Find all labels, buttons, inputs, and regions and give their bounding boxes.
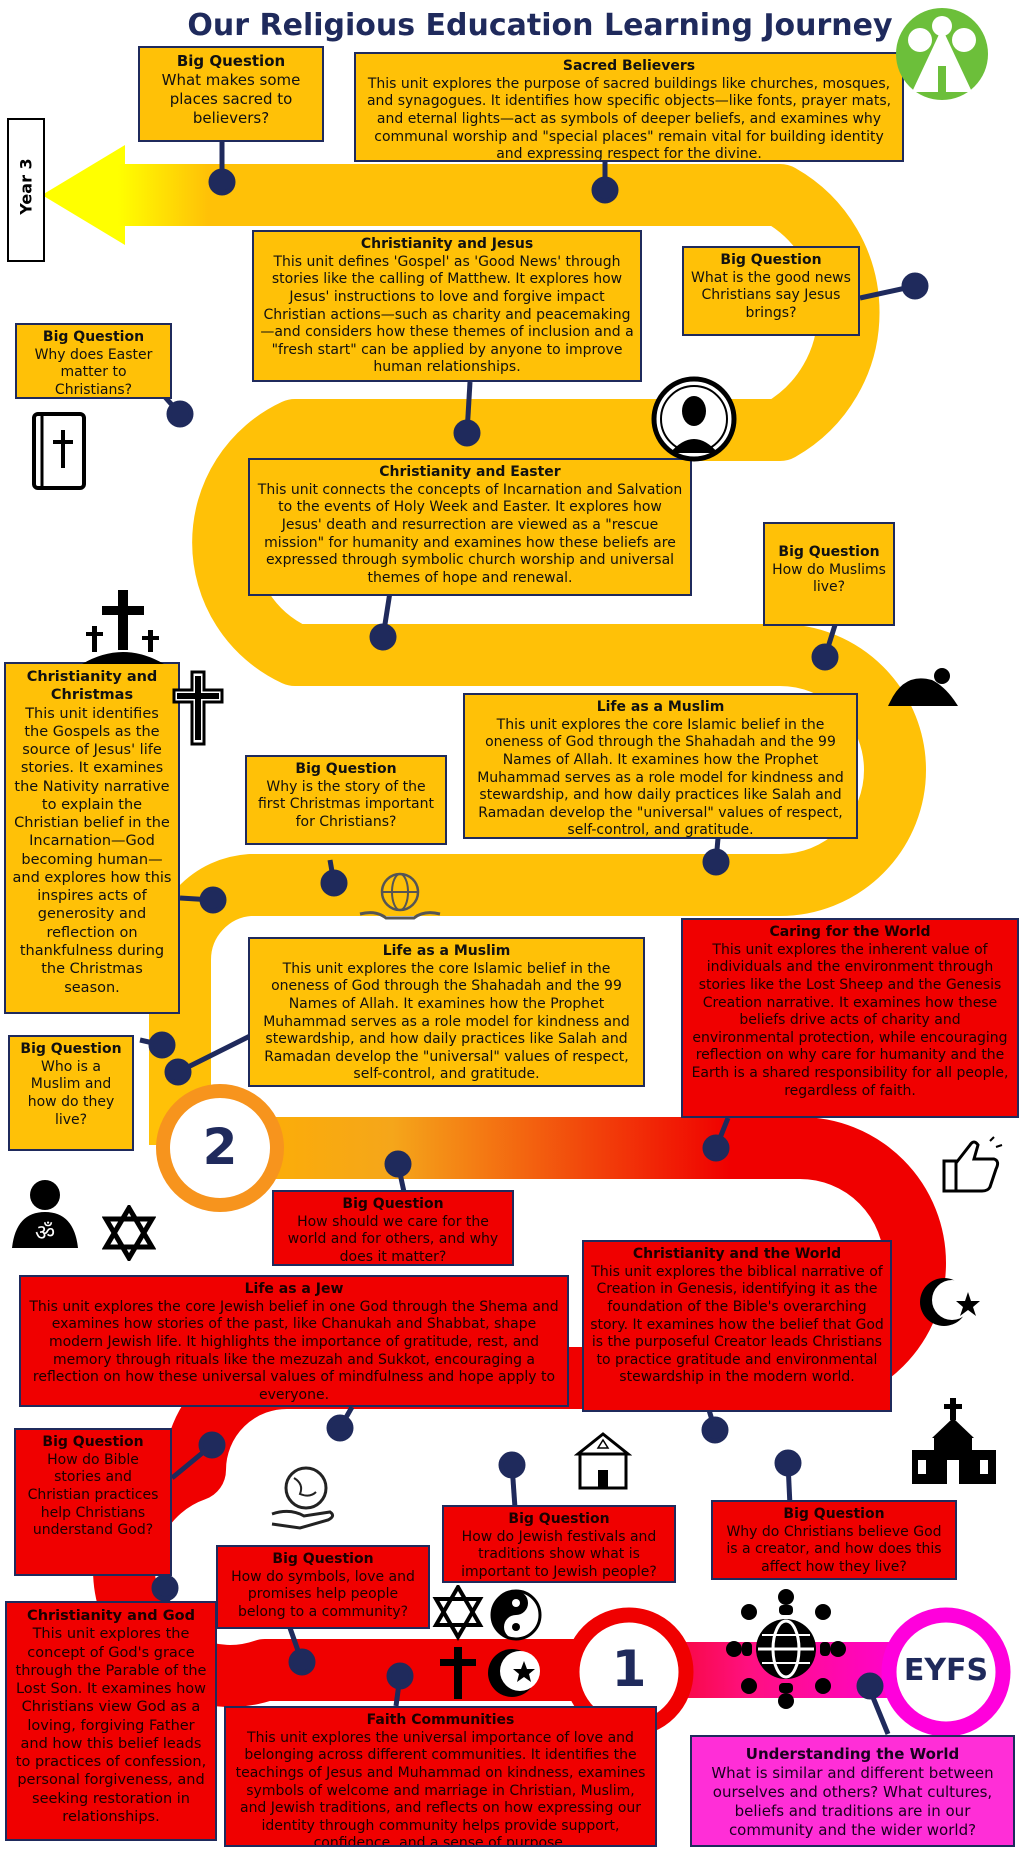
text: How do symbols, love and promises help p…: [231, 1568, 415, 1620]
text: Why does Easter matter to Christians?: [34, 346, 153, 398]
heading: Big Question: [42, 1434, 144, 1450]
text: What is the good news Christians say Jes…: [691, 269, 851, 321]
thumbs-up-icon: [942, 1136, 1003, 1193]
heading: Faith Communities: [366, 1712, 515, 1728]
bible-icon: [32, 412, 86, 490]
stage-2-ring: [156, 1084, 284, 1212]
road-yellow: [120, 164, 926, 1145]
text: This unit defines 'Gospel' as 'Good News…: [260, 253, 634, 376]
heading: Big Question: [720, 252, 822, 268]
religious-symbols-icon: [432, 1585, 542, 1699]
text: How should we care for the world and for…: [287, 1213, 499, 1265]
heading: Big Question: [783, 1506, 885, 1522]
page-title: Our Religious Education Learning Journey: [187, 8, 893, 43]
heading: Big Question: [778, 544, 880, 560]
community-globe-icon: [726, 1589, 846, 1709]
heading: Big Question: [295, 761, 397, 777]
text: How do Muslims live?: [772, 561, 886, 596]
heading: Christianity and the World: [632, 1246, 842, 1262]
star-of-david-icon: [102, 1205, 156, 1261]
globe-hands-icon: [359, 872, 441, 920]
connector-pins: [139, 135, 929, 1735]
heading: Big Question: [342, 1196, 444, 1212]
text: How do Jewish festivals and traditions s…: [461, 1528, 657, 1580]
text: What makes some places sacred to believe…: [161, 70, 301, 127]
heading: Big Question: [508, 1511, 610, 1527]
text: Who is a Muslim and how do they live?: [27, 1058, 115, 1128]
text: This unit explores the inherent value of…: [691, 941, 1009, 1099]
heading: Christianity and Christmas: [26, 669, 158, 704]
jesus-portrait-icon: [651, 376, 737, 462]
star-crescent-icon: [920, 1278, 980, 1326]
year-label: Year 3: [16, 158, 36, 215]
text: This unit explores the universal importa…: [235, 1729, 646, 1847]
church-icon: [912, 1398, 996, 1484]
heading: Understanding the World: [745, 1745, 960, 1763]
synagogue-icon: [574, 1432, 632, 1490]
calvary-crosses-icon: [82, 590, 164, 664]
heading: Big Question: [20, 1041, 122, 1057]
heading: Big Question: [42, 329, 145, 345]
text: This unit explores the biblical narrativ…: [590, 1263, 884, 1386]
heading: Big Question: [272, 1551, 374, 1567]
text: This unit explores the core Islamic beli…: [263, 960, 630, 1083]
hand-globe-icon: [271, 1466, 335, 1530]
heading: Sacred Believers: [562, 58, 696, 74]
prayer-figure-icon: [888, 668, 958, 706]
road-arrow-head: [42, 145, 125, 245]
heading: Christianity and Jesus: [360, 236, 534, 252]
text: Why do Christians believe God is a creat…: [726, 1523, 942, 1575]
heading: Big Question: [176, 52, 286, 70]
text: This unit explores the core Islamic beli…: [477, 716, 844, 839]
heading: Christianity and Easter: [379, 464, 561, 480]
stage-2-label: 2: [202, 1118, 238, 1176]
text: How do Bible stories and Christian pract…: [27, 1451, 159, 1539]
text: This unit connects the concepts of Incar…: [257, 481, 683, 586]
heading: Caring for the World: [769, 924, 931, 940]
text: This unit identifies the Gospels as the …: [12, 705, 172, 996]
svg-text:ॐ: ॐ: [35, 1221, 55, 1246]
cross-icon: [172, 670, 224, 746]
heading: Life as a Muslim: [382, 943, 511, 959]
om-person-icon: ॐ: [12, 1180, 78, 1248]
text: Why is the story of the first Christmas …: [257, 778, 434, 830]
text: This unit explores the core Jewish belie…: [29, 1298, 559, 1403]
stage-1-label: 1: [611, 1640, 647, 1698]
stage-eyfs-ring: [881, 1607, 1011, 1737]
heading: Christianity and God: [27, 1608, 195, 1624]
heading: Life as a Muslim: [596, 699, 725, 715]
text: This unit explores the purpose of sacred…: [366, 75, 892, 162]
stage-eyfs-label: EYFS: [903, 1653, 989, 1688]
year-label-box: Year 3: [7, 118, 45, 262]
heading: Life as a Jew: [244, 1281, 344, 1297]
tree-logo: [896, 8, 988, 100]
text: This unit explores the concept of God's …: [15, 1626, 207, 1825]
text: What is similar and different between ou…: [711, 1763, 994, 1839]
